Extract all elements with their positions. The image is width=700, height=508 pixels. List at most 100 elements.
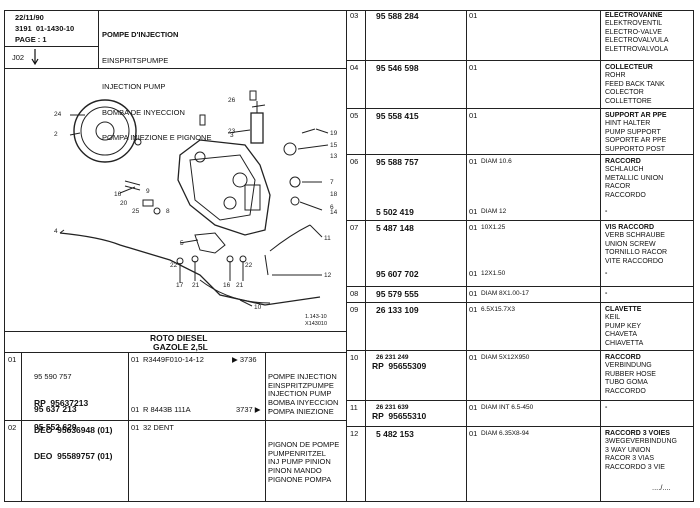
header-ref-divider [4, 46, 98, 48]
header-titles: POMPE D'INJECTION EINSPRITSPUMPE INJECTI… [102, 30, 212, 143]
row-divider [346, 154, 694, 156]
part-ref: 5 502 419 [376, 207, 414, 217]
header-code: 3191 01-1430-10 [15, 24, 75, 33]
description-line: SOPORTE AR PPE [605, 137, 667, 145]
row-divider [346, 108, 694, 110]
header-bottom-line [4, 68, 346, 70]
description-line: ROHR [605, 72, 626, 80]
description-line: SUPPORTO POST [605, 145, 666, 153]
qty: 01 [469, 207, 478, 216]
part-refs: 95 590 757 RP 95637213 DEO 95636948 (01)… [34, 372, 113, 462]
detail: DIAM 5X12X950 [481, 354, 530, 361]
svg-text:3: 3 [230, 132, 234, 139]
description-line: METALLIC UNION [605, 174, 664, 182]
qty: 01 [469, 269, 478, 278]
svg-text:23: 23 [228, 128, 236, 135]
description-line: CLAVETTE [605, 306, 642, 313]
qty: 01 [469, 11, 478, 20]
detail: DIAM 6.35X8-94 [481, 430, 530, 437]
svg-text:16: 16 [223, 282, 231, 289]
description-line: VERBINDUNG [605, 362, 652, 370]
description-line: SUPPORT AR PPE [605, 112, 667, 119]
svg-text:25: 25 [132, 208, 140, 215]
description-line: ELECTROVALVULA [605, 37, 669, 45]
description-line: - [605, 270, 608, 277]
description-line: - [605, 404, 608, 411]
row-divider [346, 302, 694, 304]
item-number: 10 [350, 353, 359, 362]
detail: 12X1.50 [481, 270, 506, 277]
svg-text:21: 21 [192, 282, 200, 289]
header-date: 22/11/90 [15, 13, 44, 22]
description-line: PUMP KEY [605, 322, 642, 330]
left-item-col [21, 352, 23, 502]
row-divider [346, 60, 694, 62]
description-line: VITE RACCORDO [605, 257, 664, 265]
part-ref-rp: RP 95655310 [372, 411, 427, 421]
part-ref: 26 231 639 [376, 404, 409, 411]
description-line: TORNILLO RACOR [605, 249, 668, 257]
qty: 01 [469, 403, 478, 412]
row-divider [4, 420, 346, 422]
detail: DIAM 8X1.00-17 [481, 290, 530, 297]
part-ref: 5 487 148 [376, 223, 414, 233]
down-arrow-icon [31, 49, 39, 66]
svg-text:5: 5 [180, 240, 184, 247]
part-ref-rp: RP 95655309 [372, 361, 427, 371]
item-number: 11 [350, 403, 358, 412]
svg-text:11: 11 [324, 235, 331, 242]
part-ref: 95 588 284 [376, 11, 419, 21]
description-line: 3WEGEVERBINDUNG [605, 438, 677, 446]
row-divider [346, 400, 694, 402]
description-line: ELECTRO-VALVE [605, 28, 662, 36]
description-line: RACCORDO [605, 191, 646, 199]
description-line: RACCORD [605, 158, 641, 165]
description-line: RACOR [605, 183, 631, 191]
part-ref: 26 231 249 [376, 354, 409, 361]
description-line: RACCORD [605, 354, 641, 361]
svg-text:24: 24 [54, 111, 62, 118]
catalog-sheet [4, 10, 694, 502]
item-number: 06 [350, 157, 359, 166]
svg-text:20: 20 [120, 200, 128, 207]
header-page: PAGE : 1 [15, 35, 47, 44]
item-number: 09 [350, 305, 359, 314]
qty: 01 [469, 429, 478, 438]
qty: 01 [469, 289, 478, 298]
qty: 01 [469, 111, 478, 120]
description-line: - [605, 208, 608, 215]
part-ref: 95 607 702 [376, 269, 419, 279]
svg-text:22: 22 [170, 262, 178, 269]
row-divider [346, 220, 694, 222]
row-divider [346, 286, 694, 288]
right-qty-col [466, 10, 468, 502]
description-line: RACCORD 3 VOIES [605, 430, 670, 437]
description-line: COLLECTEUR [605, 64, 653, 71]
part-ref: 95 579 555 [376, 289, 419, 299]
svg-text:15: 15 [330, 142, 338, 149]
svg-text:4: 4 [54, 228, 58, 235]
exploded-pump-diagram: 26 23 24 2 3 19 15 13 16 7 18 6 20 25 9 … [54, 90, 338, 311]
row-divider [346, 426, 694, 428]
svg-text:17: 17 [176, 282, 184, 289]
description-line: VERB SCHRAUBE [605, 232, 665, 240]
description-line: COLLETTORE [605, 97, 652, 105]
item-number: 08 [350, 289, 359, 298]
description-line: TUBO GOMA [605, 379, 648, 387]
description-line: PUMP SUPPORT [605, 128, 661, 136]
description-line: UNION SCREW [605, 240, 656, 248]
qty: 01 [469, 223, 478, 232]
row-divider [346, 350, 694, 352]
part-ref: 95 588 757 [376, 157, 419, 167]
caption-line1: ROTO DIESEL [150, 333, 208, 343]
gear-shape [73, 99, 137, 163]
svg-text:6: 6 [330, 204, 334, 211]
svg-text:16: 16 [114, 191, 122, 198]
diagram-ref-b: X143010 [305, 321, 328, 327]
detail: DIAM 10.6 [481, 158, 512, 165]
caption-top-line [4, 331, 346, 333]
description-line: RACCORDO 3 VIE [605, 463, 665, 471]
svg-text:14: 14 [330, 209, 338, 216]
description-line: RACCORDO [605, 387, 646, 395]
svg-text:2: 2 [54, 131, 58, 138]
